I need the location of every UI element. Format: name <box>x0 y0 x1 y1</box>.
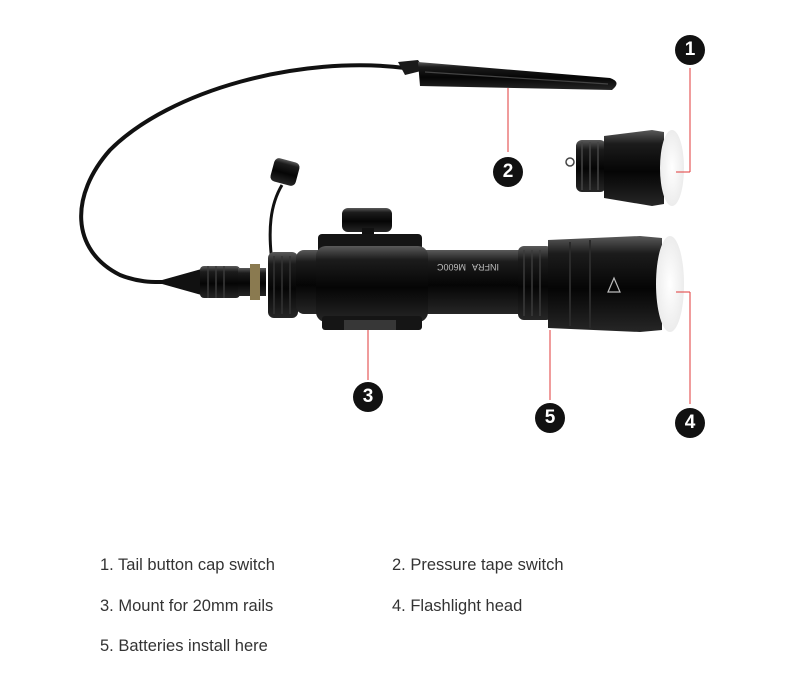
legend-item-3: 3. Mount for 20mm rails <box>100 597 274 615</box>
callout-marker-1: 1 <box>675 35 705 65</box>
rail-mount <box>316 208 428 330</box>
engraving-model: M600C <box>436 262 466 272</box>
cable-connector <box>155 264 266 300</box>
legend-item-5: 5. Batteries install here <box>100 637 268 655</box>
callout-marker-4: 4 <box>675 408 705 438</box>
flashlight-head <box>548 236 684 332</box>
callout-marker-3: 3 <box>353 382 383 412</box>
callout-marker-2: 2 <box>493 157 523 187</box>
pressure-tape-switch <box>398 60 617 90</box>
tail-button-cap-switch <box>565 130 684 206</box>
battery-tube <box>518 246 552 320</box>
tail-cap <box>268 252 298 318</box>
dust-cap <box>268 158 300 263</box>
legend-item-4: 4. Flashlight head <box>392 597 523 615</box>
legend-item-2: 2. Pressure tape switch <box>392 556 564 574</box>
flashlight-diagram: M600C INFRA <box>79 60 691 404</box>
engraving-brand: INFRA <box>472 262 499 272</box>
callout-marker-5: 5 <box>535 403 565 433</box>
remote-cable <box>79 63 406 285</box>
legend-item-1: 1. Tail button cap switch <box>100 556 275 574</box>
